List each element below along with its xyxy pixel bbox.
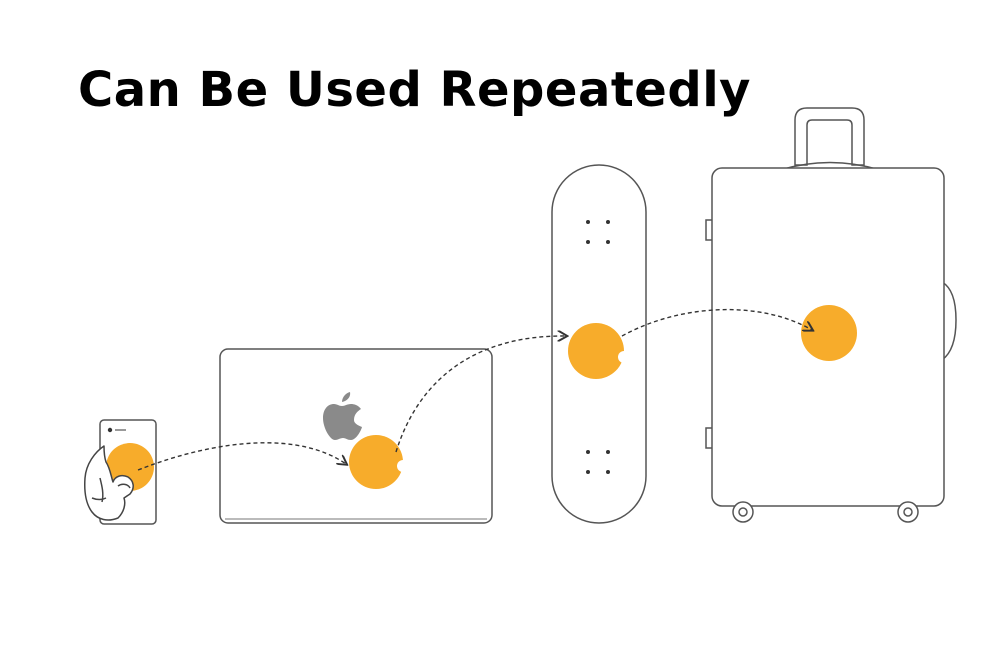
skateboard-icon: [551, 164, 647, 524]
sticker-on-skateboard: [568, 323, 624, 379]
suitcase-handle: [794, 107, 865, 166]
phone-camera-dot: [107, 427, 113, 433]
skateboard-top-bolts: [586, 220, 610, 244]
path-laptop-to-skateboard: [395, 336, 566, 453]
path-skateboard-to-suitcase: [621, 308, 812, 337]
suitcase-icon: [705, 107, 957, 523]
dashed-path-arrow: [137, 308, 812, 471]
path-phone-to-laptop: [137, 442, 346, 471]
skateboard-bottom-bolts: [586, 450, 610, 474]
laptop-icon: [219, 348, 493, 524]
hand-icon: [84, 445, 134, 521]
sticker-on-suitcase: [801, 305, 857, 361]
apple-logo-icon: [323, 392, 362, 440]
sticker-on-laptop: [349, 435, 403, 489]
suitcase-wheels: [732, 501, 919, 523]
headline: Can Be Used Repeatedly: [78, 62, 751, 118]
